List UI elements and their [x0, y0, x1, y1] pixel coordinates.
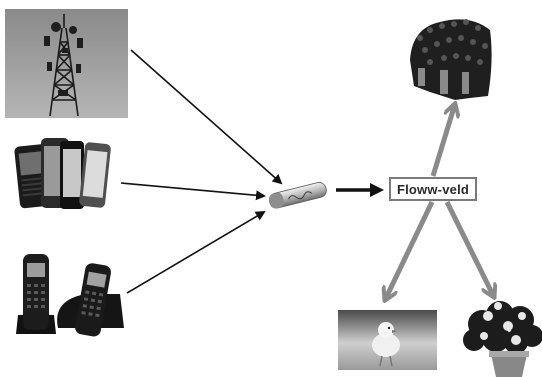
- arrow-field-to-flower: [444, 200, 494, 297]
- crowd-image: [410, 19, 492, 100]
- arrow-tower-to-device: [130, 49, 283, 185]
- chick-image: [338, 310, 437, 370]
- arrow-cordless-to-device: [126, 210, 266, 294]
- smartphones-image: [14, 138, 111, 209]
- flow-device-image: [268, 182, 327, 209]
- field-label-box: Floww-veld: [389, 177, 477, 201]
- cordless-phones-image: [16, 254, 124, 337]
- cell-tower-image: [5, 9, 128, 118]
- flower-image: [463, 301, 542, 377]
- arrow-device-to-field-head: [370, 183, 384, 197]
- arrow-field-to-chick: [385, 200, 435, 300]
- arrow-phones-to-device: [120, 182, 266, 201]
- arrow-field-to-crowd: [430, 104, 455, 177]
- field-label: Floww-veld: [396, 181, 470, 197]
